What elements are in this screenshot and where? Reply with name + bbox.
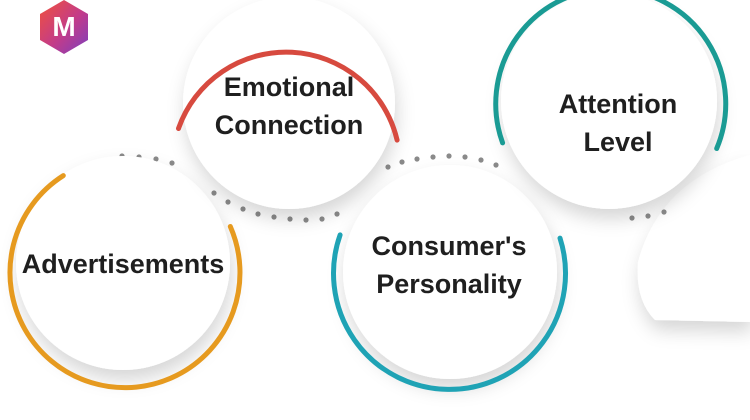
connector-dot xyxy=(645,213,651,219)
connector-dot xyxy=(478,157,484,163)
connector-dot xyxy=(430,154,436,160)
connector-dot xyxy=(493,162,499,168)
node-label-advertisements: Advertisements xyxy=(21,249,225,279)
connector-dot xyxy=(399,159,405,165)
connector-dot xyxy=(271,214,277,220)
circle-advertisements xyxy=(7,156,243,391)
connector-dot xyxy=(153,156,159,162)
connector-dot xyxy=(414,156,420,162)
connector-dot xyxy=(287,216,293,222)
connector-dot xyxy=(225,199,231,205)
node-label-emotional-connection: Emotional Connection xyxy=(214,72,364,140)
ring-advertisements xyxy=(7,173,243,391)
circle-emotional-connection xyxy=(176,0,400,209)
node-label-consumers-personality: Consumer's Personality xyxy=(371,231,527,299)
circle-attention-level xyxy=(493,0,729,209)
brand-logo: M xyxy=(40,0,88,54)
connector-dot xyxy=(255,211,261,217)
connector-dot xyxy=(319,216,325,222)
ring-attention-level xyxy=(493,0,729,151)
ring-emotional-connection xyxy=(176,49,400,143)
connector-dot xyxy=(629,215,635,221)
logo-letter: M xyxy=(52,11,75,42)
connector-dot xyxy=(211,190,217,196)
corner-shape xyxy=(637,155,750,322)
connector-dot xyxy=(240,206,246,212)
ring-consumers-personality xyxy=(331,232,569,392)
connector-dot xyxy=(462,154,468,160)
circle-consumers-personality xyxy=(331,165,569,392)
connector-dot xyxy=(661,209,667,215)
connector-dot xyxy=(303,217,309,223)
connector-dot xyxy=(169,160,175,166)
connector-dot xyxy=(334,211,340,217)
dotted-connector xyxy=(119,153,667,223)
connector-dot xyxy=(385,164,391,170)
node-label-attention-level: Attention Level xyxy=(558,89,678,157)
connector-dot xyxy=(446,153,452,159)
logo-hexagon xyxy=(40,0,88,54)
